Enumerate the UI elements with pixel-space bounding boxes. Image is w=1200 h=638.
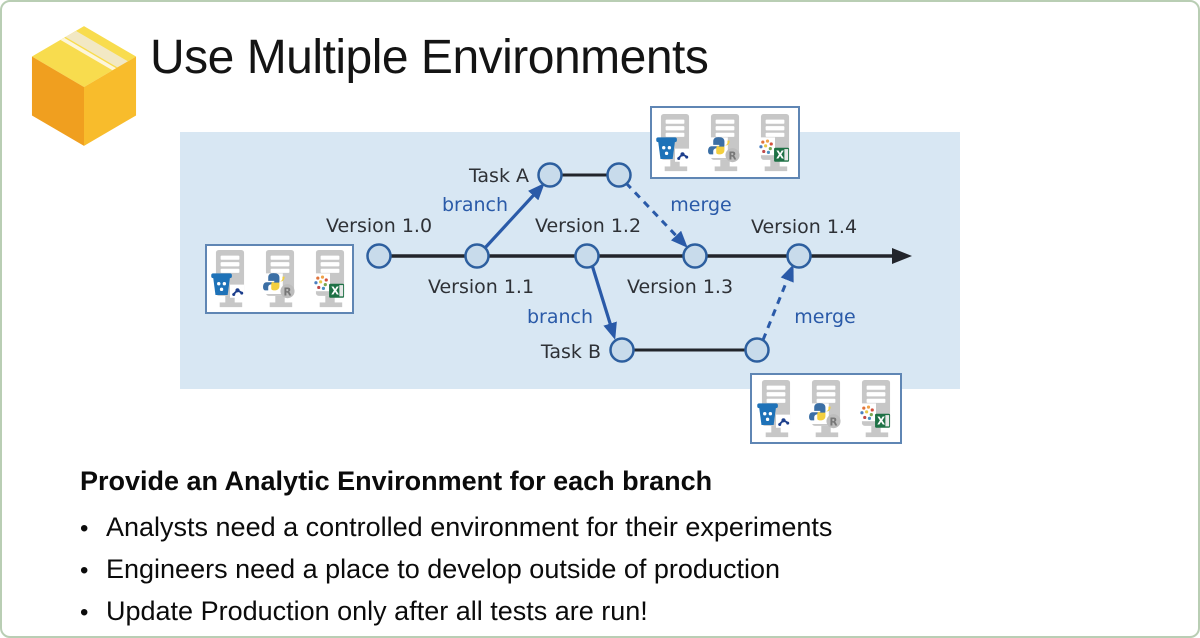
server-icon: X <box>757 113 790 171</box>
excel-icon: X <box>774 147 790 162</box>
analytics-scope-icon <box>776 414 791 428</box>
excel-letter: X <box>776 149 784 161</box>
bucket-icon <box>656 136 677 159</box>
server-icon <box>757 379 791 437</box>
bullet-text: Engineers need a place to develop outsid… <box>106 554 780 584</box>
excel-letter: X <box>877 415 885 427</box>
excel-icon: X <box>328 283 344 298</box>
server-icon: X <box>858 379 891 437</box>
bullet-list: • Analysts need a controlled environment… <box>80 507 1130 633</box>
r-letter: R <box>729 150 737 162</box>
python-icon <box>262 273 285 294</box>
bullet-icon: • <box>80 557 89 584</box>
bucket-icon <box>757 402 778 425</box>
r-letter: R <box>283 286 291 298</box>
python-icon <box>708 136 730 158</box>
server-icon: R <box>262 249 295 308</box>
environment-servers: R X <box>210 249 350 309</box>
r-logo-icon: R <box>826 413 841 428</box>
package-box-icon <box>31 26 137 146</box>
bullet-icon: • <box>80 599 89 626</box>
excel-icon: X <box>875 413 891 428</box>
r-logo-icon: R <box>725 147 740 162</box>
environment-servers: R X <box>655 113 795 173</box>
list-item: • Engineers need a place to develop outs… <box>80 549 1130 591</box>
server-icon <box>656 113 690 171</box>
server-icon <box>210 249 244 308</box>
bullet-icon: • <box>80 515 89 542</box>
environment-box-task-a: R X <box>650 106 800 179</box>
environment-box-version: R X <box>205 244 354 314</box>
body-text: Provide an Analytic Environment for each… <box>80 466 1130 633</box>
excel-letter: X <box>331 285 339 297</box>
bucket-icon <box>210 273 232 295</box>
server-icon: R <box>708 113 740 171</box>
bullet-text: Update Production only after all tests a… <box>106 596 648 626</box>
r-letter: R <box>830 416 838 428</box>
environment-box-task-b: R X <box>750 373 902 444</box>
analytics-scope-icon <box>675 148 690 162</box>
list-item: • Analysts need a controlled environment… <box>80 507 1130 549</box>
environment-servers: R X <box>756 379 896 439</box>
python-icon <box>809 402 831 424</box>
server-icon: X <box>311 249 344 308</box>
scatter-dots-icon <box>311 273 330 292</box>
page-title: Use Multiple Environments <box>150 31 709 84</box>
list-item: • Update Production only after all tests… <box>80 591 1130 633</box>
analytics-scope-icon <box>229 284 244 298</box>
scatter-dots-icon <box>757 136 775 155</box>
r-logo-icon: R <box>279 284 295 298</box>
scatter-dots-icon <box>858 402 876 421</box>
server-icon: R <box>809 379 841 437</box>
body-heading: Provide an Analytic Environment for each… <box>80 466 713 496</box>
bullet-text: Analysts need a controlled environment f… <box>106 512 833 542</box>
